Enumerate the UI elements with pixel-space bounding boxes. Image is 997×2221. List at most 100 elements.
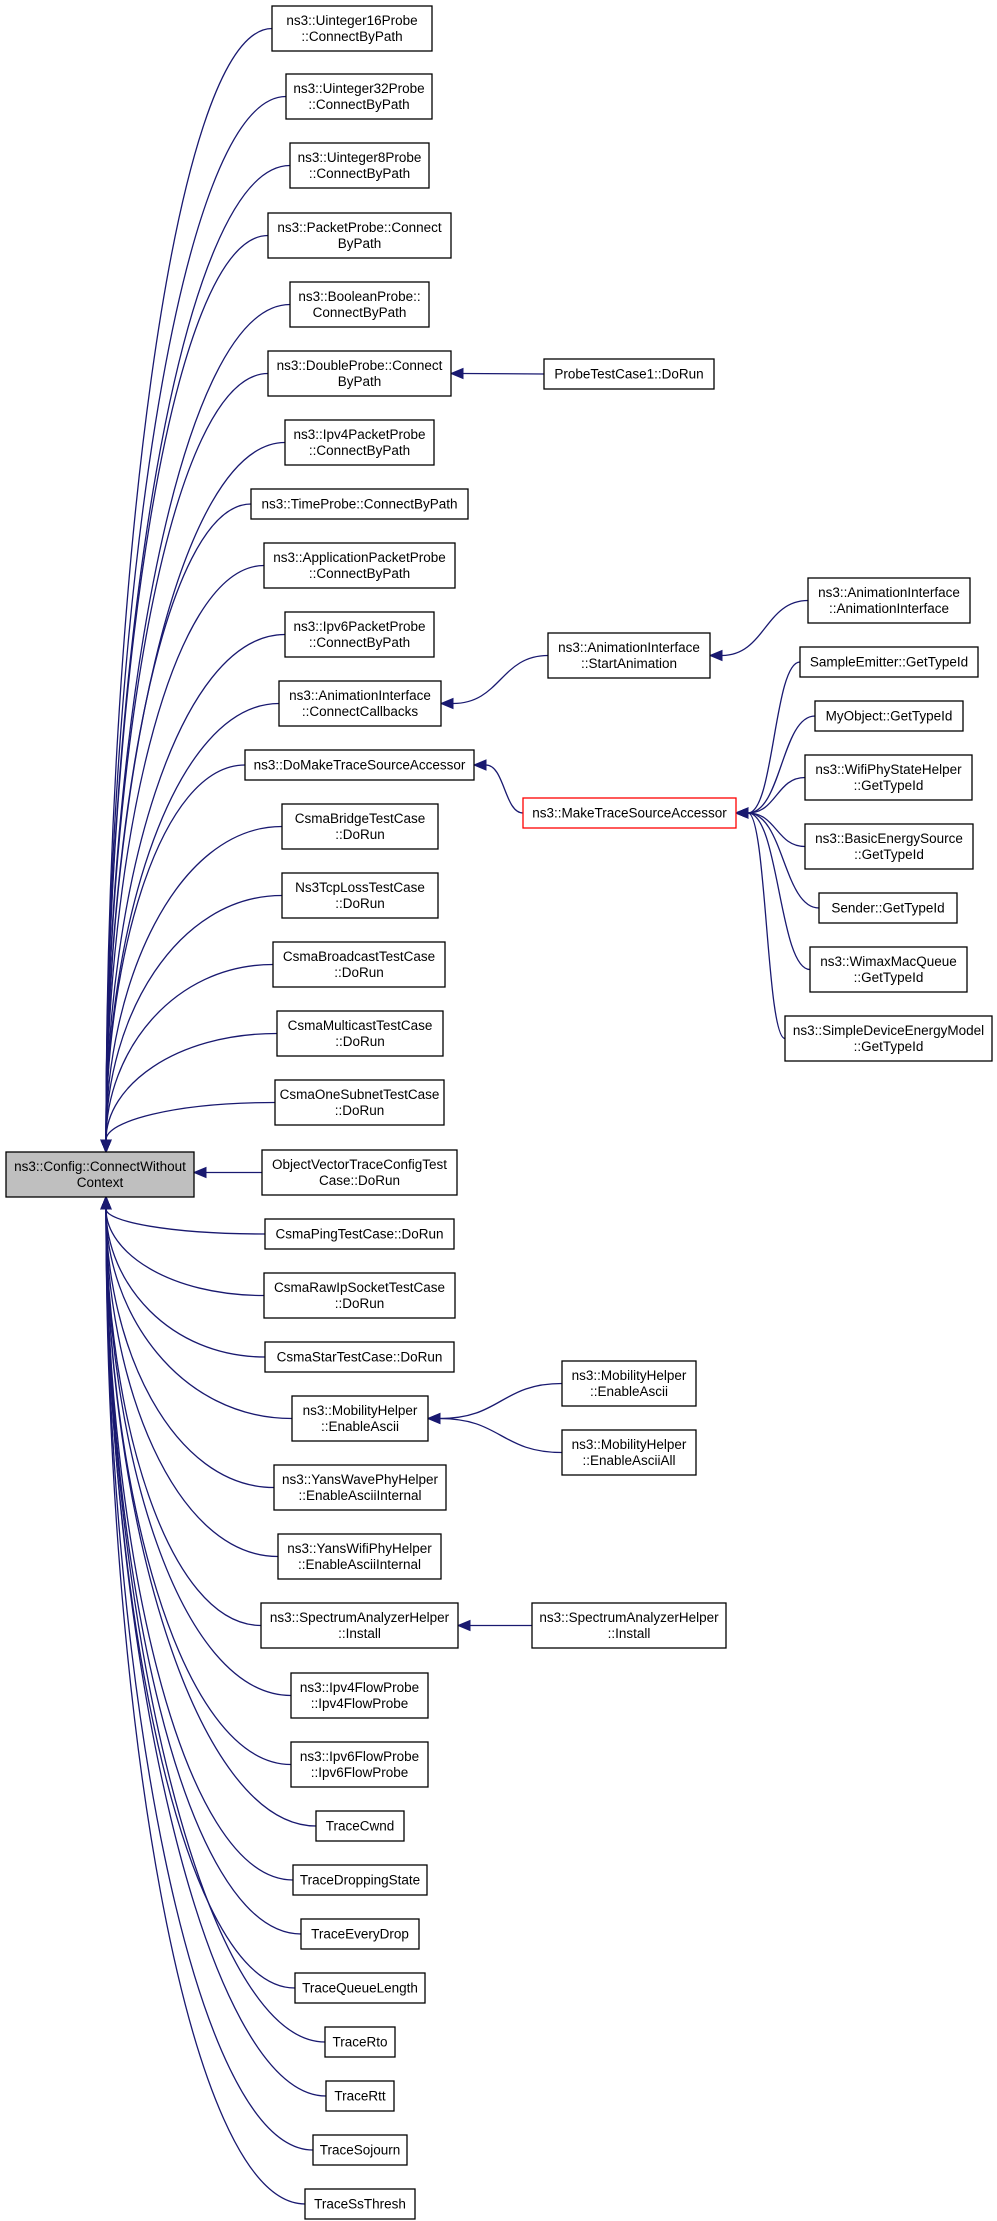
node-label-line: ns3::AnimationInterface xyxy=(289,688,431,703)
edge-n7-to-root xyxy=(105,441,286,1141)
edge-n10-to-root xyxy=(105,633,286,1141)
node-label-line: TraceDroppingState xyxy=(300,1873,420,1888)
function-node-ns3-timeprobe-connectbypath[interactable]: ns3::TimeProbe::ConnectByPath xyxy=(250,488,469,520)
function-node-ns3-animationinterface-startanimation[interactable]: ns3::AnimationInterface::StartAnimation xyxy=(547,632,711,679)
function-node-csmaonesubnettestcase-dorun[interactable]: CsmaOneSubnetTestCase::DoRun xyxy=(274,1079,445,1126)
node-label-line: ns3::BasicEnergySource xyxy=(815,831,963,846)
node-label-line: ns3::SpectrumAnalyzerHelper xyxy=(270,1610,450,1625)
function-node-csmabridgetestcase-dorun[interactable]: CsmaBridgeTestCase::DoRun xyxy=(281,803,439,850)
function-node-csmastartestcase-dorun[interactable]: CsmaStarTestCase::DoRun xyxy=(264,1341,455,1373)
node-box xyxy=(315,1810,405,1842)
node-box xyxy=(312,2134,408,2166)
function-node-traceeverydrop[interactable]: TraceEveryDrop xyxy=(300,1918,420,1950)
function-node-myobject-gettypeid[interactable]: MyObject::GetTypeId xyxy=(814,700,964,732)
node-label-line: ByPath xyxy=(338,236,382,251)
node-box xyxy=(271,5,433,52)
function-node-tracecwnd[interactable]: TraceCwnd xyxy=(315,1810,405,1842)
edge-r7-to-m3 xyxy=(747,812,811,971)
function-node-ns3-animationinterface-animationinterface[interactable]: ns3::AnimationInterface::AnimationInterf… xyxy=(807,577,971,624)
function-node-csmarawipsockettestcase-dorun[interactable]: CsmaRawIpSocketTestCase::DoRun xyxy=(263,1272,456,1319)
edge-r3-to-m3 xyxy=(747,715,816,814)
node-label-line: ns3::Ipv4PacketProbe xyxy=(293,427,425,442)
function-node-ns3-spectrumanalyzerhelper-install[interactable]: ns3::SpectrumAnalyzerHelper::Install xyxy=(260,1602,459,1649)
node-label-line: ns3::Ipv4FlowProbe xyxy=(300,1680,419,1695)
function-node-ns3-doubleprobe-connectbypath[interactable]: ns3::DoubleProbe::ConnectByPath xyxy=(267,350,452,397)
edge-r2-to-m3 xyxy=(747,661,801,814)
function-node-ns3-uinteger8probe-connectbypath[interactable]: ns3::Uinteger8Probe::ConnectByPath xyxy=(289,142,430,189)
function-node-ns3-applicationpacketprobe-connectbypath[interactable]: ns3::ApplicationPacketProbe::ConnectByPa… xyxy=(263,542,456,589)
function-node-ns3-mobilityhelper-enableasciiall[interactable]: ns3::MobilityHelper::EnableAsciiAll xyxy=(561,1429,697,1476)
node-box xyxy=(267,212,452,259)
function-node-ns3-yanswifiphyhelper-enableasciiinternal[interactable]: ns3::YansWifiPhyHelper::EnableAsciiInter… xyxy=(277,1533,442,1580)
function-node-tracedroppingstate[interactable]: TraceDroppingState xyxy=(292,1864,428,1896)
edges-layer xyxy=(100,27,820,2205)
function-node-ns3-simpledeviceenergymodel-gettypeid[interactable]: ns3::SimpleDeviceEnergyModel::GetTypeId xyxy=(784,1015,993,1062)
function-node-probetestcase1-dorun[interactable]: ProbeTestCase1::DoRun xyxy=(543,358,715,390)
arrowhead-m5-to-n22 xyxy=(426,1412,441,1425)
function-node-ns3-ipv4packetprobe-connectbypath[interactable]: ns3::Ipv4PacketProbe::ConnectByPath xyxy=(284,419,435,466)
node-box xyxy=(264,1218,455,1250)
node-label-line: ::Install xyxy=(608,1626,651,1641)
node-box xyxy=(290,1672,429,1719)
function-node-ns3-animationinterface-connectcallbacks[interactable]: ns3::AnimationInterface::ConnectCallback… xyxy=(278,680,442,727)
function-node-ns3-uinteger16probe-connectbypath[interactable]: ns3::Uinteger16Probe::ConnectByPath xyxy=(271,5,433,52)
function-node-ns3-domaketracesourceaccessor[interactable]: ns3::DoMakeTraceSourceAccessor xyxy=(244,749,475,781)
node-label-line: ns3::PacketProbe::Connect xyxy=(277,220,442,235)
function-node-csmabroadcasttestcase-dorun[interactable]: CsmaBroadcastTestCase::DoRun xyxy=(272,941,446,988)
function-node-sender-gettypeid[interactable]: Sender::GetTypeId xyxy=(818,892,958,924)
function-node-csmamulticasttestcase-dorun[interactable]: CsmaMulticastTestCase::DoRun xyxy=(276,1010,444,1057)
node-label-line: ::GetTypeId xyxy=(854,1039,924,1054)
node-label-line: ns3::YansWavePhyHelper xyxy=(282,1472,439,1487)
function-node-ns3-ipv6flowprobe-ipv6flowprobe[interactable]: ns3::Ipv6FlowProbe::Ipv6FlowProbe xyxy=(290,1741,429,1788)
function-node-csmapingtestcase-dorun[interactable]: CsmaPingTestCase::DoRun xyxy=(264,1218,455,1250)
function-node-ns3-ipv4flowprobe-ipv4flowprobe[interactable]: ns3::Ipv4FlowProbe::Ipv4FlowProbe xyxy=(290,1672,429,1719)
node-box xyxy=(300,1918,420,1950)
edge-r5-to-m3 xyxy=(747,812,806,848)
node-label-line: ::DoRun xyxy=(335,1296,385,1311)
node-label-line: ::StartAnimation xyxy=(581,656,677,671)
function-node-ns3-packetprobe-connectbypath[interactable]: ns3::PacketProbe::ConnectByPath xyxy=(267,212,452,259)
edge-n19-to-root xyxy=(105,1208,266,1235)
node-box xyxy=(561,1429,697,1476)
function-node-ns3-uinteger32probe-connectbypath[interactable]: ns3::Uinteger32Probe::ConnectByPath xyxy=(285,73,433,120)
function-node-tracerto[interactable]: TraceRto xyxy=(324,2026,396,2058)
function-node-ns3-ipv6packetprobe-connectbypath[interactable]: ns3::Ipv6PacketProbe::ConnectByPath xyxy=(284,611,435,658)
function-node-ns3-booleanprobe-connectbypath[interactable]: ns3::BooleanProbe::ConnectByPath xyxy=(289,281,430,328)
function-node-tracequeuelength[interactable]: TraceQueueLength xyxy=(294,1972,426,2004)
node-label-line: ::ConnectByPath xyxy=(309,443,410,458)
function-node-ns3tcplosstestcase-dorun[interactable]: Ns3TcpLossTestCase::DoRun xyxy=(281,872,439,919)
node-box xyxy=(289,142,430,189)
function-node-tracesojourn[interactable]: TraceSojourn xyxy=(312,2134,408,2166)
function-node-tracessthresh[interactable]: TraceSsThresh xyxy=(304,2188,416,2220)
edge-m5-to-n22 xyxy=(439,1417,563,1454)
arrowhead-n17-to-root xyxy=(100,1139,112,1154)
node-box xyxy=(289,281,430,328)
node-box xyxy=(784,1015,993,1062)
function-node-ns3-yanswavephyhelper-enableasciiinternal[interactable]: ns3::YansWavePhyHelper::EnableAsciiInter… xyxy=(273,1464,447,1511)
function-node-ns3-basicenergysource-gettypeid[interactable]: ns3::BasicEnergySource::GetTypeId xyxy=(804,823,974,870)
node-label-line: ByPath xyxy=(338,374,382,389)
node-box xyxy=(285,73,433,120)
function-node-ns3-mobilityhelper-enableascii[interactable]: ns3::MobilityHelper::EnableAscii xyxy=(291,1395,429,1442)
node-label-line: ::DoRun xyxy=(335,896,385,911)
node-box xyxy=(281,872,439,919)
function-node-ns3-spectrumanalyzerhelper-install[interactable]: ns3::SpectrumAnalyzerHelper::Install xyxy=(531,1602,727,1649)
function-node-ns3-wifiphystatehelper-gettypeid[interactable]: ns3::WifiPhyStateHelper::GetTypeId xyxy=(804,754,973,801)
function-node-ns3-maketracesourceaccessor[interactable]: ns3::MakeTraceSourceAccessor xyxy=(522,797,737,829)
function-node-sampleemitter-gettypeid[interactable]: SampleEmitter::GetTypeId xyxy=(799,646,979,678)
node-label-line: ::ConnectByPath xyxy=(309,166,410,181)
node-label-line: ::Install xyxy=(338,1626,381,1641)
node-label-line: CsmaMulticastTestCase xyxy=(288,1018,433,1033)
node-box xyxy=(272,941,446,988)
function-node-ns3-wimaxmacqueue-gettypeid[interactable]: ns3::WimaxMacQueue::GetTypeId xyxy=(809,946,968,993)
node-label-line: CsmaPingTestCase::DoRun xyxy=(275,1227,443,1242)
function-node-ns3-mobilityhelper-enableascii[interactable]: ns3::MobilityHelper::EnableAscii xyxy=(561,1360,697,1407)
function-node-tracertt[interactable]: TraceRtt xyxy=(325,2080,395,2112)
node-box xyxy=(261,1149,458,1196)
node-label-line: SampleEmitter::GetTypeId xyxy=(810,655,968,670)
node-label-line: ns3::Uinteger8Probe xyxy=(298,150,422,165)
